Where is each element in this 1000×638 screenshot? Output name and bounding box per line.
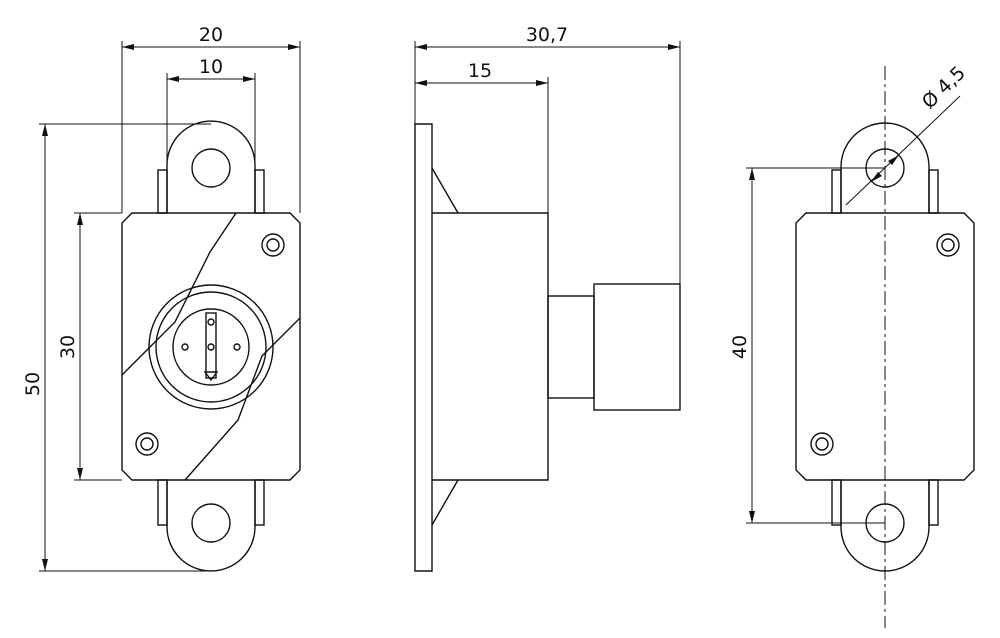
side-mounting-plate xyxy=(414,123,433,572)
side-cylinder-neck xyxy=(547,295,595,399)
front-top-right-bracket xyxy=(254,169,265,214)
lock-cylinder-outer xyxy=(148,284,274,410)
rear-bottom-right-bracket xyxy=(928,479,939,526)
front-top-tab xyxy=(166,120,256,213)
dim-front-tab-spacing: 10 xyxy=(166,56,256,170)
front-top-hole xyxy=(191,148,231,188)
dim-front-height-body-label: 30 xyxy=(57,335,79,359)
front-screw-hole-lower-inner xyxy=(140,437,154,451)
lock-pin-right xyxy=(233,343,241,351)
lock-cylinder-ring xyxy=(155,291,267,403)
side-bottom-gusset xyxy=(431,479,459,526)
dim-front-tab-spacing-label: 10 xyxy=(199,56,223,78)
rear-screw-hole-upper xyxy=(936,233,960,257)
front-screw-hole-upper xyxy=(261,233,285,257)
dim-side-depth-body: 15 xyxy=(415,60,549,213)
front-bottom-tab xyxy=(166,480,256,572)
dim-front-width-overall: 20 xyxy=(121,24,301,213)
lock-keyway-arrow xyxy=(203,371,219,382)
rear-body xyxy=(795,212,975,481)
rear-screw-hole-lower-inner xyxy=(815,437,829,451)
rear-top-left-bracket xyxy=(831,169,842,214)
front-bottom-left-bracket xyxy=(157,479,168,526)
side-cylinder-head xyxy=(593,283,681,411)
front-view: 20 10 50 30 xyxy=(22,24,301,572)
dim-side-depth-body-label: 15 xyxy=(468,60,492,82)
front-body xyxy=(121,212,301,481)
front-top-left-bracket xyxy=(157,169,168,214)
rear-view: Ø 4,5 40 xyxy=(729,62,975,628)
side-body xyxy=(432,212,549,481)
dim-front-height-overall: 50 xyxy=(22,123,211,572)
rear-screw-hole-lower xyxy=(810,432,834,456)
dim-front-width-overall-label: 20 xyxy=(199,24,223,46)
lock-pin-top xyxy=(207,318,215,326)
front-screw-hole-lower xyxy=(135,432,159,456)
dim-front-height-body: 30 xyxy=(57,212,122,481)
rear-screw-hole-upper-inner xyxy=(941,238,955,252)
side-top-gusset xyxy=(431,167,459,214)
dim-rear-hole-spacing-label: 40 xyxy=(729,335,751,359)
rear-top-right-bracket xyxy=(928,169,939,214)
lock-cylinder-core xyxy=(172,308,250,386)
front-screw-hole-upper-inner xyxy=(266,238,280,252)
side-view: 30,7 15 xyxy=(414,24,681,572)
dim-rear-hole-spacing: 40 xyxy=(729,167,885,524)
dim-side-depth-overall-label: 30,7 xyxy=(526,24,568,46)
rear-bottom-left-bracket xyxy=(831,479,842,526)
lock-pin-center xyxy=(207,343,215,351)
dim-front-height-overall-label: 50 xyxy=(22,372,44,396)
dim-rear-hole-diameter-label: Ø 4,5 xyxy=(918,62,970,113)
lock-pin-left xyxy=(181,343,189,351)
front-bottom-right-bracket xyxy=(254,479,265,526)
lock-keyway xyxy=(205,312,217,379)
front-bottom-hole xyxy=(191,503,231,543)
dim-rear-hole-diameter: Ø 4,5 xyxy=(845,62,970,206)
